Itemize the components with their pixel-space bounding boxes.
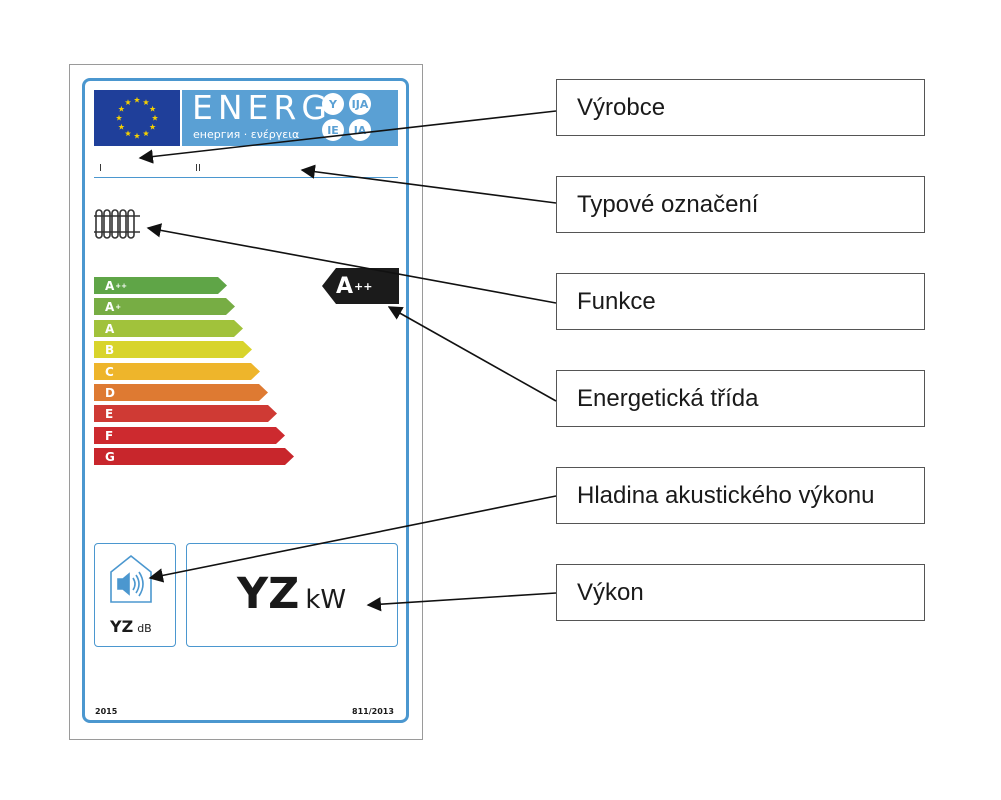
label-year: 2015 xyxy=(95,707,118,716)
eu-star xyxy=(142,130,150,137)
energy-class-indicator: A++ xyxy=(322,268,399,304)
eu-flag xyxy=(94,90,180,146)
power-value: YZ xyxy=(237,569,300,619)
arrow-model-id xyxy=(300,164,557,204)
sound-unit: dB xyxy=(137,622,152,635)
energy-scale-bar: C xyxy=(94,363,260,380)
rated-output-box xyxy=(186,543,398,647)
energy-scale-label: C xyxy=(105,364,114,379)
energy-scale-label: B xyxy=(105,342,115,357)
eu-star xyxy=(118,123,125,130)
eu-stars-icon xyxy=(115,96,159,139)
eu-star xyxy=(124,99,132,105)
callout-model-id: Typové označení xyxy=(556,176,925,233)
energy-scale-bar: A xyxy=(94,320,243,337)
energy-scale-label: A xyxy=(105,278,115,293)
energy-scale-label: G xyxy=(105,449,115,464)
energ-title: ENERG xyxy=(192,88,332,127)
energy-scale-label: D xyxy=(105,385,115,400)
eu-star xyxy=(149,123,156,130)
energy-scale-bar: D xyxy=(94,384,268,401)
energy-scale-label: F xyxy=(105,428,114,443)
energy-class-sup: ++ xyxy=(354,279,373,293)
eu-star xyxy=(115,114,123,121)
sound-power-box xyxy=(94,543,176,647)
arrow-manufacturer xyxy=(138,110,557,164)
eu-star xyxy=(133,132,141,139)
power-unit: kW xyxy=(305,585,347,615)
energy-scale-bar: G xyxy=(94,448,294,465)
energy-scale-sup: ++ xyxy=(115,281,128,290)
radiator-icon xyxy=(94,209,140,239)
energy-scale-label: A xyxy=(105,321,115,336)
eu-star xyxy=(118,105,125,112)
energy-scale-bar: F xyxy=(94,427,285,444)
field-marker-supplier: I xyxy=(99,163,102,174)
eu-star xyxy=(142,99,150,105)
field-marker-model: II xyxy=(195,163,201,174)
energ-subtitle: енергия · ενέργεια xyxy=(193,128,300,141)
eu-star xyxy=(149,105,156,112)
callout-manufacturer: Výrobce xyxy=(556,79,925,136)
speaker-house-icon xyxy=(110,554,152,603)
energy-scale-bar: E xyxy=(94,405,277,422)
energy-scale-bar: B xyxy=(94,341,252,358)
energy-class-label: A xyxy=(336,273,354,299)
energy-scale-bar: A++ xyxy=(94,277,227,294)
callout-energy-class: Energetická třída xyxy=(556,370,925,427)
callout-output: Výkon xyxy=(556,564,925,621)
eu-star xyxy=(151,114,159,121)
eu-star xyxy=(133,96,141,103)
energy-scale-label: E xyxy=(105,406,114,421)
callout-sound-power: Hladina akustického výkonu xyxy=(556,467,925,524)
energy-scale-bar: A+ xyxy=(94,298,235,315)
energy-label-frame xyxy=(82,78,409,723)
lang-badge: IJA xyxy=(349,93,371,115)
regulation-number: 811/2013 xyxy=(352,707,394,716)
energy-scale-label: A xyxy=(105,299,115,314)
sound-value: YZ xyxy=(110,617,134,636)
arrow-energy-class xyxy=(387,306,557,402)
arrow-sound-power xyxy=(148,495,557,583)
field-rule xyxy=(94,177,398,178)
arrow-function xyxy=(146,223,557,304)
energy-scale-sup: + xyxy=(115,302,122,311)
callout-function: Funkce xyxy=(556,273,925,330)
arrow-output xyxy=(366,592,557,612)
lang-badge: Y xyxy=(322,93,344,115)
energy-label-sheet xyxy=(69,64,423,740)
eu-star xyxy=(124,130,132,137)
